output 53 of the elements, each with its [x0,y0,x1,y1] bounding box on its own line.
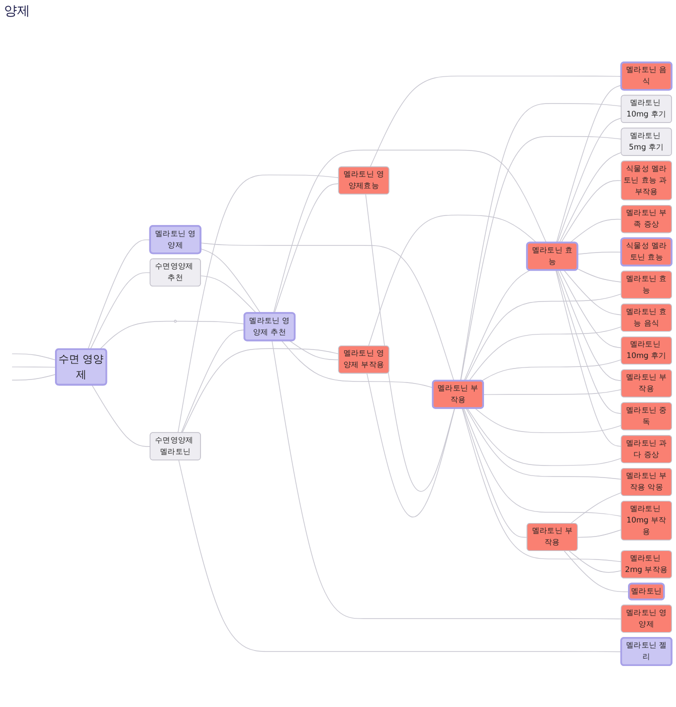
connector [281,340,434,388]
connector [560,180,622,243]
connector [577,268,622,282]
connector [200,275,257,314]
connector [568,550,622,573]
connector [569,218,622,243]
connector [462,408,528,538]
connector [564,270,622,316]
connector [12,374,57,380]
connector [463,408,622,516]
connector [558,152,622,243]
connector [180,329,245,433]
connector [178,460,622,652]
connector [182,348,340,433]
connector [557,117,622,243]
connector [464,270,530,381]
connector [481,358,622,382]
connector [466,408,622,466]
connector [468,326,622,381]
connector [274,182,340,314]
connector [577,251,622,254]
connector [557,270,622,381]
connector [556,270,622,414]
connector [90,272,151,350]
connector [483,388,622,395]
connector [176,320,245,324]
connector [366,372,456,517]
connector [200,248,261,314]
connector [466,408,622,480]
connector [370,75,622,168]
connector [559,270,622,348]
connector [200,242,454,381]
connector [556,84,622,243]
connector [289,340,340,360]
connector [464,293,622,381]
node-circle [174,319,177,322]
connector [12,353,57,360]
connector [272,340,622,619]
connector [273,150,547,314]
connector [92,384,151,447]
connector [474,408,622,433]
connector [368,214,538,346]
connector [556,270,622,447]
connector [88,239,151,350]
text-label: 양제 [4,3,30,20]
connector [462,408,622,562]
connector [12,366,57,368]
connector [365,194,455,492]
connector [178,174,340,433]
connector [564,550,630,592]
connector [570,492,622,524]
connector [577,529,622,538]
connector [99,320,175,350]
